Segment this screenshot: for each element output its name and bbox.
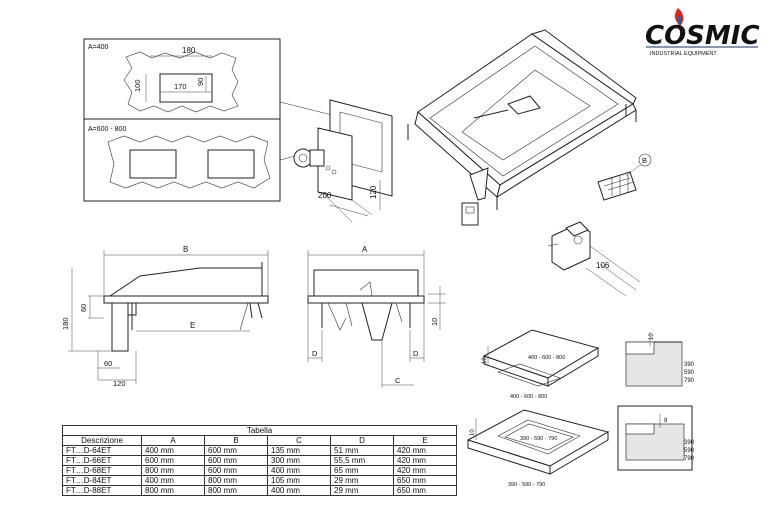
table-cell: 600 mm [204, 445, 268, 456]
table-cell: 800 mm [204, 475, 268, 486]
table-cell: 650 mm [393, 475, 457, 486]
section-top-value-2: 590 [684, 370, 695, 376]
front-view: A 10 D D C [307, 245, 446, 388]
table-row: FT…D-68ET 800 mm 600 mm 400 mm 65 mm 420… [62, 465, 457, 476]
table-cell: 400 mm [141, 475, 205, 486]
table-cell: 800 mm [141, 465, 205, 476]
table-cell: 29 mm [330, 485, 394, 496]
dim-c: C [395, 376, 401, 385]
detail-top-label: A=400 [88, 44, 109, 51]
table-header-row: Descrizione A B C D E [62, 435, 457, 446]
burner-detail-view: 200 120 [293, 99, 393, 223]
brand-logo: COSMIC INDUSTRIAL EQUIPMENT [645, 8, 760, 57]
dim-b: B [183, 245, 188, 254]
table-cell: 650 mm [393, 485, 457, 496]
section-detail-bottom: 8 390 590 790 [617, 405, 695, 471]
dim-100: 100 [133, 79, 142, 92]
detail-box-top: A=400 180 170 100 90 [83, 38, 281, 120]
table-cell: 800 mm [141, 485, 205, 496]
install-detail-top: 400 - 600 - 800 400 - 600 - 800 10 [482, 329, 600, 400]
table-cell: 420 mm [393, 455, 457, 466]
table-cell: 600 mm [141, 455, 205, 466]
header-b: B [204, 435, 268, 446]
dim-180: 180 [61, 317, 70, 330]
dim-10-install-top: 10 [482, 357, 488, 364]
install-top-outer-label: 400 - 600 - 800 [510, 394, 547, 400]
spec-table: Tabella Descrizione A B C D E FT…D-64ET … [62, 425, 457, 496]
detail-box-bottom: A=600 - 800 [83, 118, 281, 202]
header-d: D [330, 435, 394, 446]
dim-d-right: D [413, 349, 419, 358]
dim-8-section-bottom: 8 [664, 418, 668, 424]
table-row: FT…D-64ET 400 mm 600 mm 135 mm 51 mm 420… [62, 445, 457, 456]
dim-10-front: 10 [430, 318, 439, 326]
table-cell: 420 mm [393, 445, 457, 456]
section-bottom-value-3: 790 [684, 456, 695, 462]
table-cell: 400 mm [267, 465, 331, 476]
logo-text: COSMIC [645, 21, 760, 51]
dim-10-install-bottom: 10 [470, 429, 476, 436]
table-cell: FT…D-64ET [62, 445, 142, 456]
table-caption: Tabella [62, 425, 457, 436]
install-detail-bottom: 390 - 590 - 790 390 - 590 - 790 10 [466, 409, 610, 488]
table-cell: FT…D-66ET [62, 455, 142, 466]
detail-bottom-label: A=600 - 800 [88, 126, 126, 133]
table-cell: 51 mm [330, 445, 394, 456]
table-cell: 400 mm [267, 485, 331, 496]
table-row: FT…D-88ET 800 mm 800 mm 400 mm 29 mm 650… [62, 485, 457, 496]
table-cell: 300 mm [267, 455, 331, 466]
dim-180: 180 [182, 46, 196, 55]
dim-a: A [362, 245, 368, 254]
table-cell: 800 mm [204, 485, 268, 496]
install-bottom-outer-label: 390 - 590 - 790 [508, 482, 545, 488]
header-e: E [393, 435, 457, 446]
dim-170: 170 [174, 82, 187, 91]
dim-120-burner: 120 [369, 185, 378, 199]
dim-106: 106 [596, 261, 610, 270]
dim-90: 90 [196, 78, 205, 86]
table-cell: 55,5 mm [330, 455, 394, 466]
table-cell: 600 mm [204, 455, 268, 466]
griddle-isometric [407, 29, 637, 226]
burner-bar-callout: B [597, 153, 652, 201]
table-cell: FT…D-88ET [62, 485, 142, 496]
table-cell: 600 mm [204, 465, 268, 476]
table-cell: FT…D-68ET [62, 465, 142, 476]
valve-block: 106 [547, 221, 641, 297]
dim-60-top: 60 [79, 304, 88, 312]
dim-10-section-top: 10 [649, 333, 655, 340]
table-cell: 420 mm [393, 465, 457, 476]
table-cell: FT…D-84ET [62, 475, 142, 486]
flame-inner-icon [677, 15, 682, 25]
header-a: A [141, 435, 205, 446]
table-row: FT…D-66ET 600 mm 600 mm 300 mm 55,5 mm 4… [62, 455, 457, 466]
table-cell: 65 mm [330, 465, 394, 476]
table-cell: 400 mm [141, 445, 205, 456]
section-top-value-3: 790 [684, 378, 695, 384]
section-top-value-1: 390 [684, 362, 695, 368]
table-cell: 29 mm [330, 475, 394, 486]
table-row: FT…D-84ET 400 mm 800 mm 105 mm 29 mm 650… [62, 475, 457, 486]
logo-tagline: INDUSTRIAL EQUIPMENT [650, 51, 717, 57]
section-bottom-value-1: 390 [684, 440, 695, 446]
dim-120-side: 120 [113, 379, 126, 388]
b-marker: B [642, 156, 647, 165]
dim-d-left: D [312, 349, 318, 358]
install-top-inner-label: 400 - 600 - 800 [528, 355, 565, 361]
header-c: C [267, 435, 331, 446]
section-detail-top: 10 390 590 790 [625, 332, 695, 387]
dim-e: E [190, 321, 195, 330]
table-cell: 135 mm [267, 445, 331, 456]
dim-60-bottom: 60 [104, 359, 112, 368]
header-descrizione: Descrizione [62, 435, 142, 446]
table-cell: 105 mm [267, 475, 331, 486]
dim-200: 200 [318, 191, 332, 200]
side-view: B E 60 180 60 120 [61, 245, 269, 388]
section-bottom-value-2: 590 [684, 448, 695, 454]
install-bottom-inner-label: 390 - 590 - 790 [520, 436, 557, 442]
